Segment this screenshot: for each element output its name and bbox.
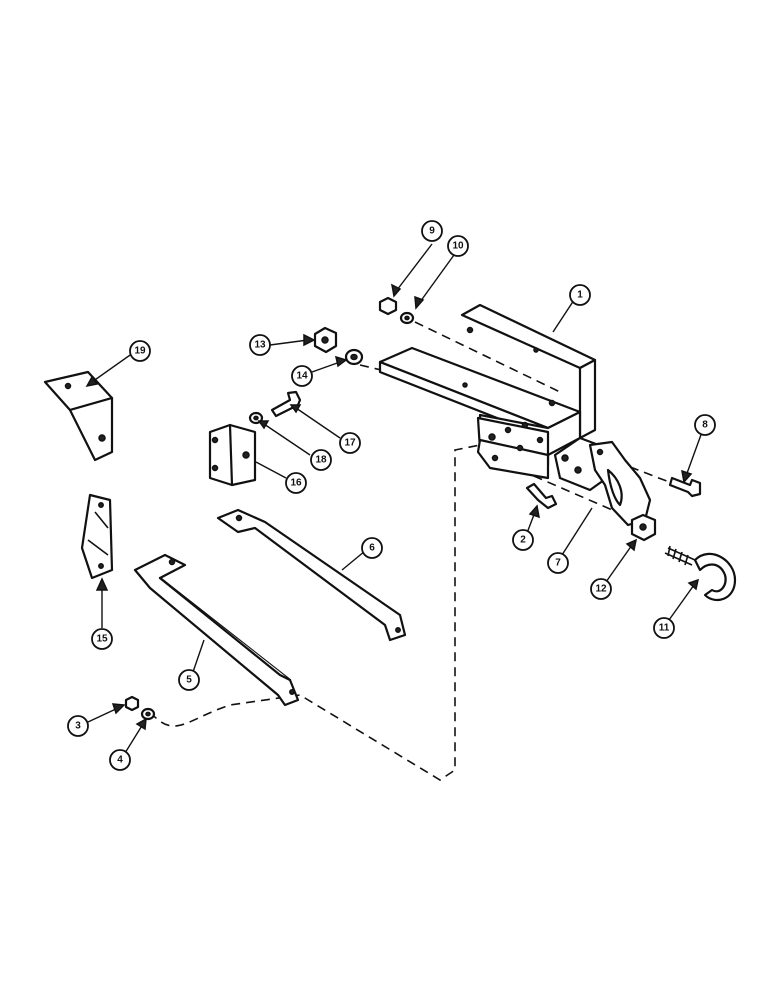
- callout-label: 18: [315, 455, 327, 466]
- callout-label: 1: [577, 290, 583, 301]
- callout-4: 4: [109, 749, 131, 771]
- callout-1: 1: [569, 284, 591, 306]
- part-15-plate: [80, 493, 114, 580]
- part-7-pintle-hook: [553, 436, 652, 527]
- callout-label: 14: [296, 371, 308, 382]
- callout-13: 13: [249, 334, 271, 356]
- part-1-hitch-bracket: [378, 303, 597, 480]
- callout-11: 11: [653, 617, 675, 639]
- part-5-brace: [133, 553, 300, 707]
- callout-label: 6: [369, 543, 375, 554]
- part-17-bolt: [270, 390, 302, 418]
- callout-14: 14: [291, 365, 313, 387]
- callout-label: 10: [452, 241, 464, 252]
- callout-label: 13: [254, 340, 266, 351]
- assembly-dashed-lines: [149, 321, 691, 781]
- callout-label: 7: [555, 558, 561, 569]
- part-8-bolt: [668, 476, 702, 498]
- part-19-l-bracket: [43, 370, 114, 462]
- callout-7: 7: [547, 552, 569, 574]
- callout-label: 4: [117, 755, 123, 766]
- part-6-brace: [216, 508, 407, 642]
- callout-label: 19: [134, 346, 146, 357]
- callout-label: 16: [290, 478, 302, 489]
- callout-label: 15: [96, 634, 108, 645]
- callout-8: 8: [694, 414, 716, 436]
- callout-17: 17: [339, 432, 361, 454]
- part-16-angle-bracket: [208, 423, 257, 487]
- hardware: [124, 296, 702, 721]
- part-3-nut: [124, 695, 140, 712]
- callout-label: 2: [520, 535, 526, 546]
- callout-label: 12: [595, 584, 607, 595]
- callout-label: 3: [75, 721, 81, 732]
- callout-18: 18: [310, 449, 332, 471]
- part-11-hook-bolt: [664, 545, 737, 602]
- callout-6: 6: [361, 537, 383, 559]
- callout-label: 17: [344, 438, 356, 449]
- callout-5: 5: [178, 669, 200, 691]
- callout-15: 15: [91, 628, 113, 650]
- part-2-bolt: [525, 482, 558, 510]
- callout-label: 5: [186, 675, 192, 686]
- callout-label: 8: [702, 420, 708, 431]
- callout-3: 3: [67, 715, 89, 737]
- callout-19: 19: [129, 340, 151, 362]
- leader-lines: [85, 243, 703, 754]
- callout-9: 9: [421, 220, 443, 242]
- callout-16: 16: [285, 472, 307, 494]
- callout-12: 12: [590, 578, 612, 600]
- callout-label: 9: [429, 226, 435, 237]
- callout-10: 10: [447, 235, 469, 257]
- part-9-nut: [378, 296, 398, 316]
- callout-2: 2: [512, 529, 534, 551]
- callout-label: 11: [659, 623, 670, 634]
